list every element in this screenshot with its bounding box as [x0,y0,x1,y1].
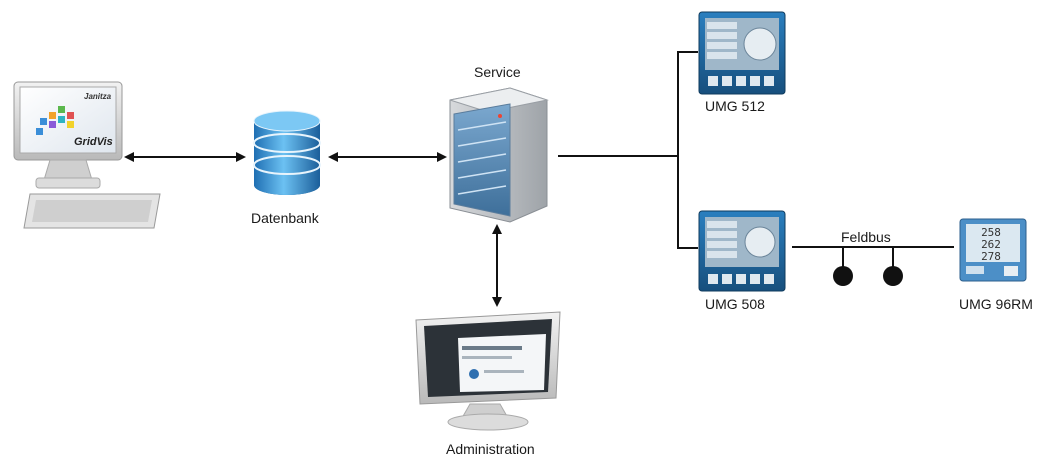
umg96rm-reading-3: 278 [981,250,1001,263]
app-icons [36,106,74,135]
administration-label: Administration [446,441,535,457]
client-computer: Janitza GridVis [13,81,161,229]
database-icon [253,110,321,195]
connections [124,51,954,307]
feldbus-label: Feldbus [841,229,891,245]
client-app-text: GridVis [74,136,113,148]
device-branch-line [677,51,698,249]
umg508-label: UMG 508 [705,296,765,312]
umg96rm-reading-2: 262 [981,238,1001,251]
umg96rm-device: 258 262 278 [959,218,1027,282]
client-brand-text: Janitza [84,92,112,101]
umg512-device [698,11,786,95]
umg96rm-label: UMG 96RM [959,296,1033,312]
umg96rm-reading-1: 258 [981,226,1001,239]
bus-node-2 [883,266,903,286]
bus-node-1 [833,266,853,286]
umg512-label: UMG 512 [705,98,765,114]
server-icon [449,87,549,223]
umg508-device [698,210,786,292]
server-status-led [498,114,502,118]
database-label: Datenbank [251,210,319,226]
service-label: Service [474,64,521,80]
admin-monitor [415,311,561,431]
